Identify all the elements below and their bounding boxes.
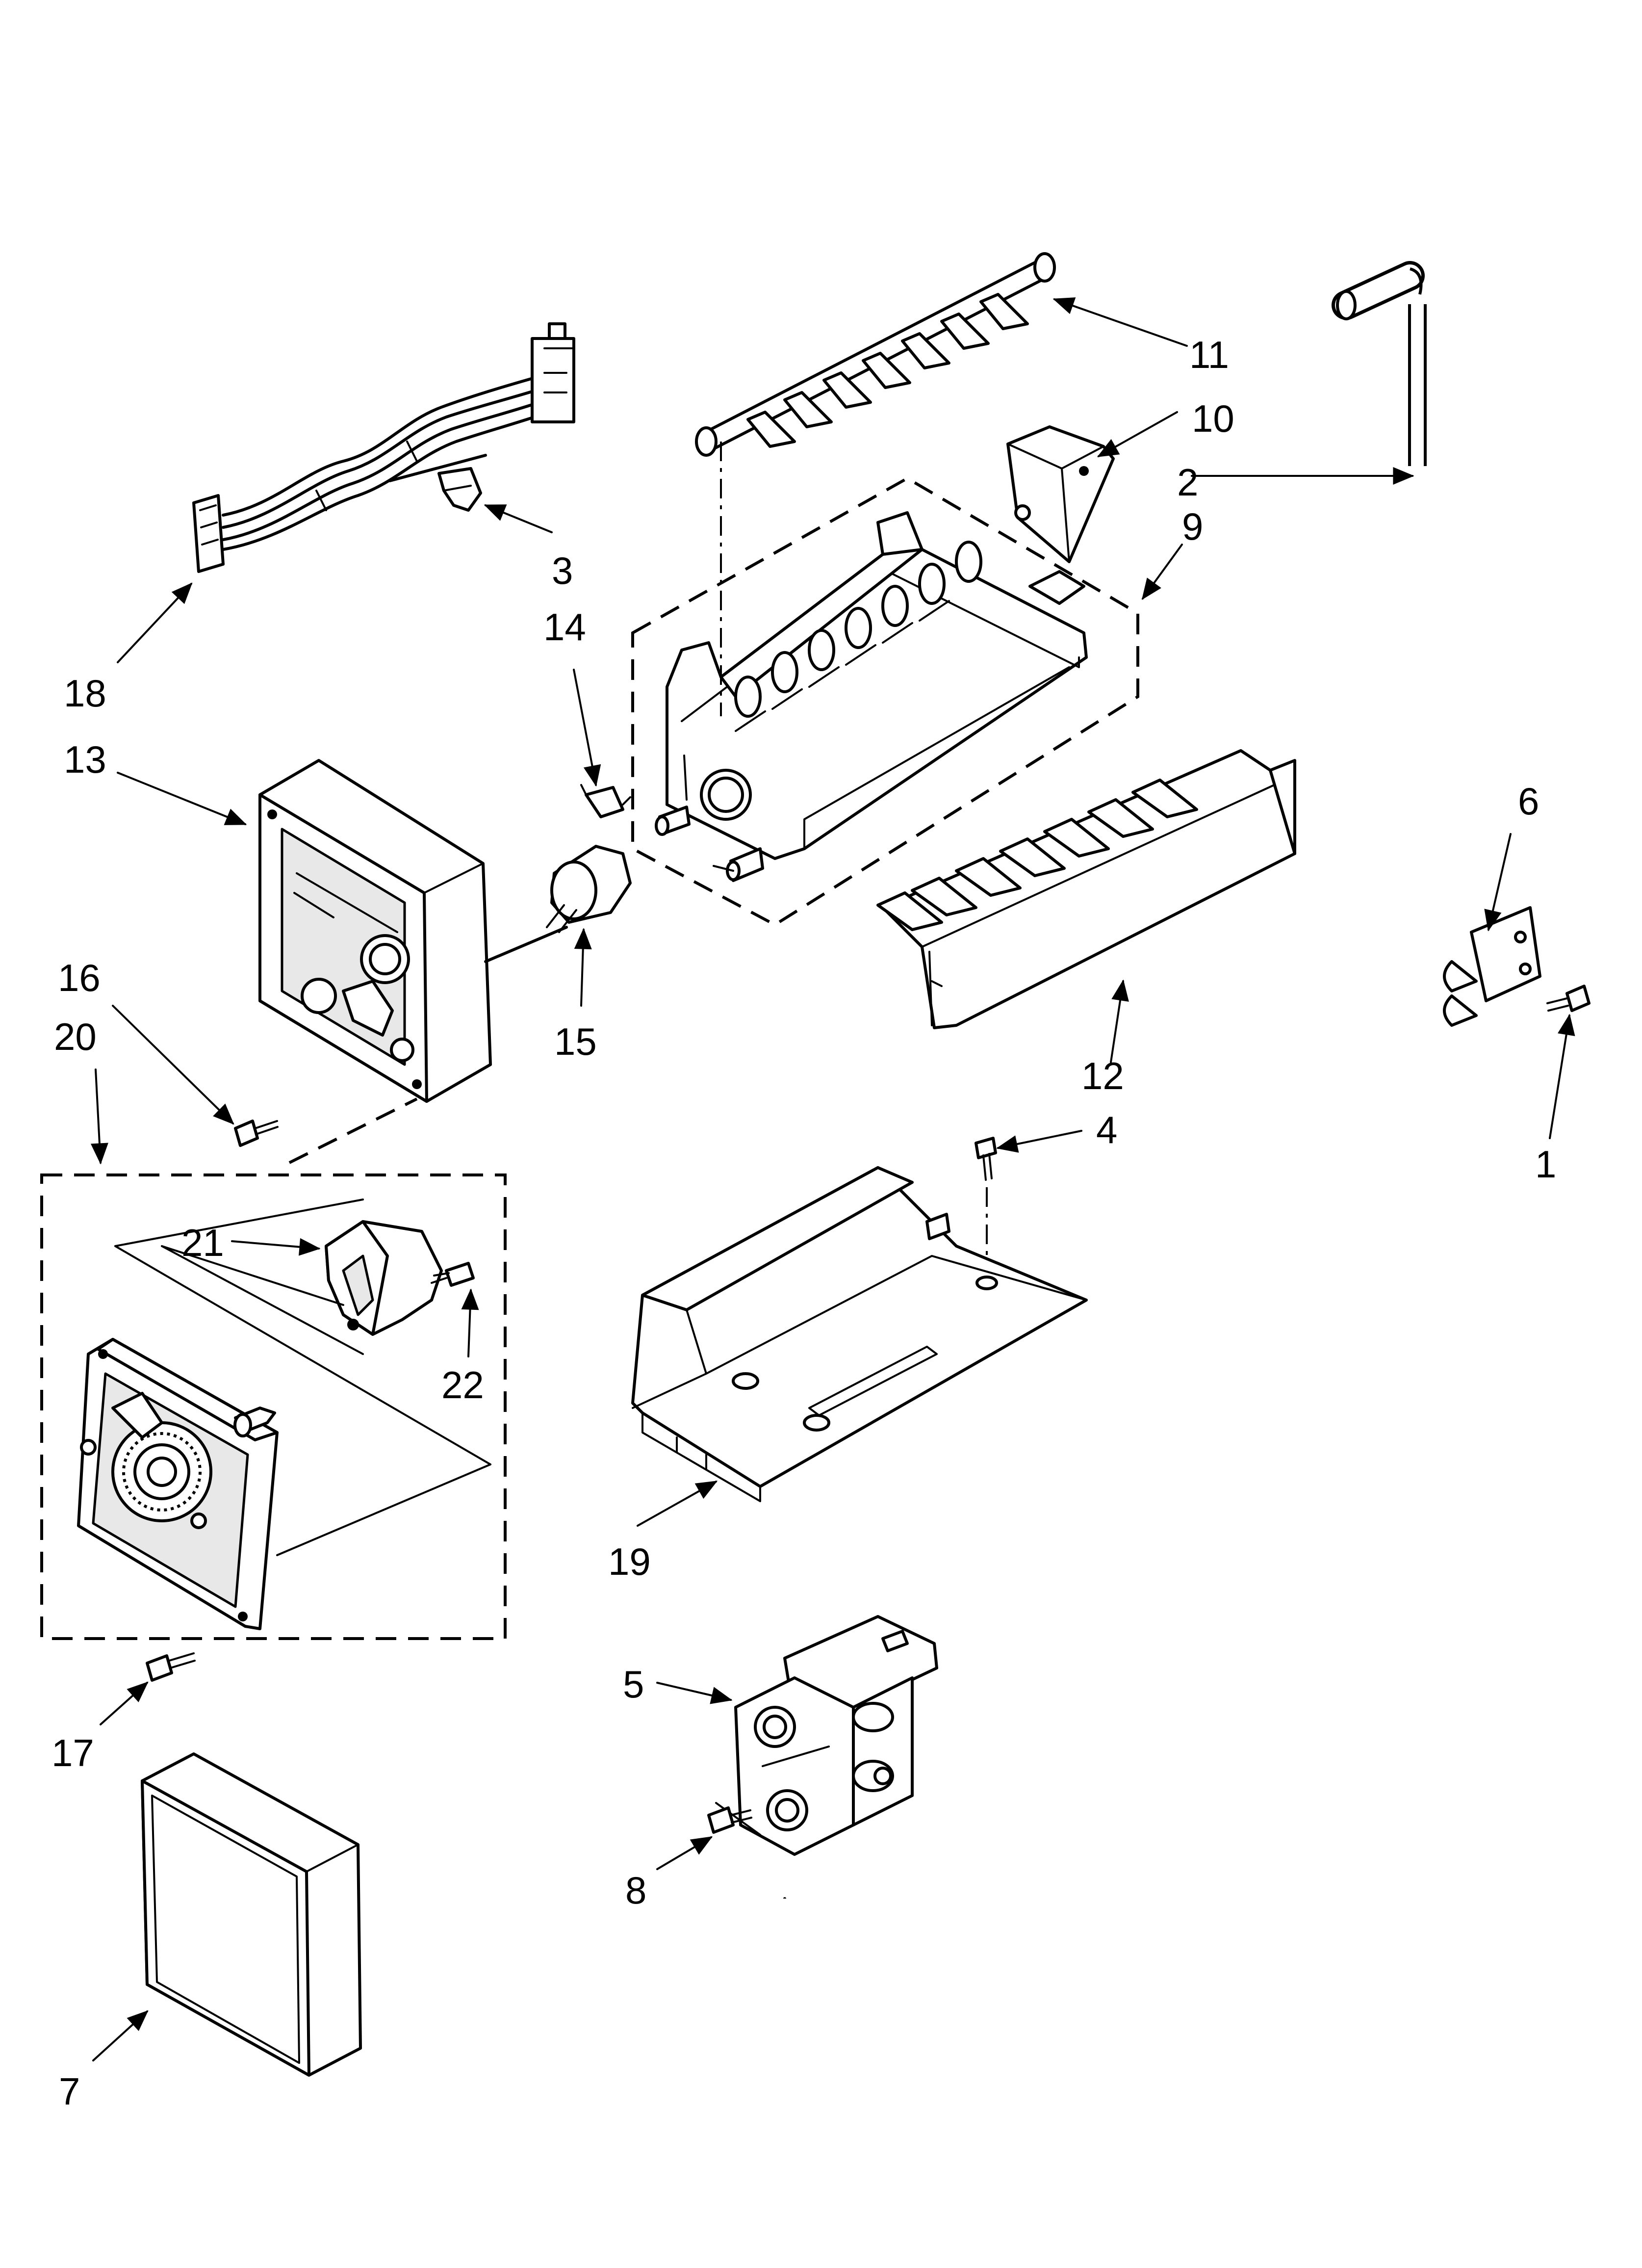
fill-cup [1006, 425, 1115, 563]
callout-8: 8 [625, 1869, 646, 1912]
callout-19: 19 [608, 1540, 651, 1583]
module-plate [77, 1338, 279, 1630]
drive-motor [325, 1220, 443, 1336]
assembly-guide-lines [114, 1097, 491, 1556]
front-cover [141, 1752, 362, 2077]
callout-21: 21 [181, 1221, 224, 1264]
callout-13: 13 [64, 738, 106, 781]
callout-2: 2 [1177, 461, 1198, 504]
valve-screw [707, 1806, 752, 1834]
callout-7: 7 [59, 2070, 80, 2113]
callout-22: 22 [441, 1363, 484, 1407]
module-screw [146, 1652, 196, 1682]
callout-20: 20 [54, 1015, 97, 1058]
leader-arrows [90, 297, 1575, 2061]
ejector-shaft [695, 252, 1056, 457]
thermostat-clip [580, 784, 631, 818]
water-valve [715, 1615, 938, 1856]
callout-9: 9 [1182, 505, 1203, 548]
thermostat [546, 845, 632, 933]
module-assembly-box [40, 1173, 507, 1640]
callout-16: 16 [58, 956, 101, 999]
tube-clamp [1443, 906, 1541, 1027]
callout-1: 1 [1535, 1143, 1556, 1186]
callout-11: 11 [1189, 333, 1229, 376]
motor-screw [431, 1262, 475, 1287]
mold-and-heater [631, 476, 1139, 927]
callout-4: 4 [1096, 1108, 1117, 1151]
harness-clip [437, 467, 482, 512]
callout-10: 10 [1192, 397, 1234, 440]
callout-18: 18 [64, 672, 106, 715]
callout-15: 15 [554, 1020, 597, 1063]
housing-screw [234, 1120, 279, 1147]
callout-5: 5 [623, 1663, 644, 1706]
ice-stripper [876, 749, 1296, 1029]
callout-6: 6 [1518, 780, 1539, 823]
callout-12: 12 [1081, 1054, 1124, 1097]
shield-screw [975, 1137, 997, 1271]
wire-harness [192, 322, 575, 573]
module-housing [258, 759, 568, 1103]
bracket-shield [631, 1166, 1088, 1502]
callout-3: 3 [552, 549, 573, 592]
clamp-screw [1546, 985, 1591, 1012]
fill-tube [778, 261, 1427, 2089]
callout-14: 14 [543, 605, 586, 649]
callout-17: 17 [51, 1731, 94, 1774]
